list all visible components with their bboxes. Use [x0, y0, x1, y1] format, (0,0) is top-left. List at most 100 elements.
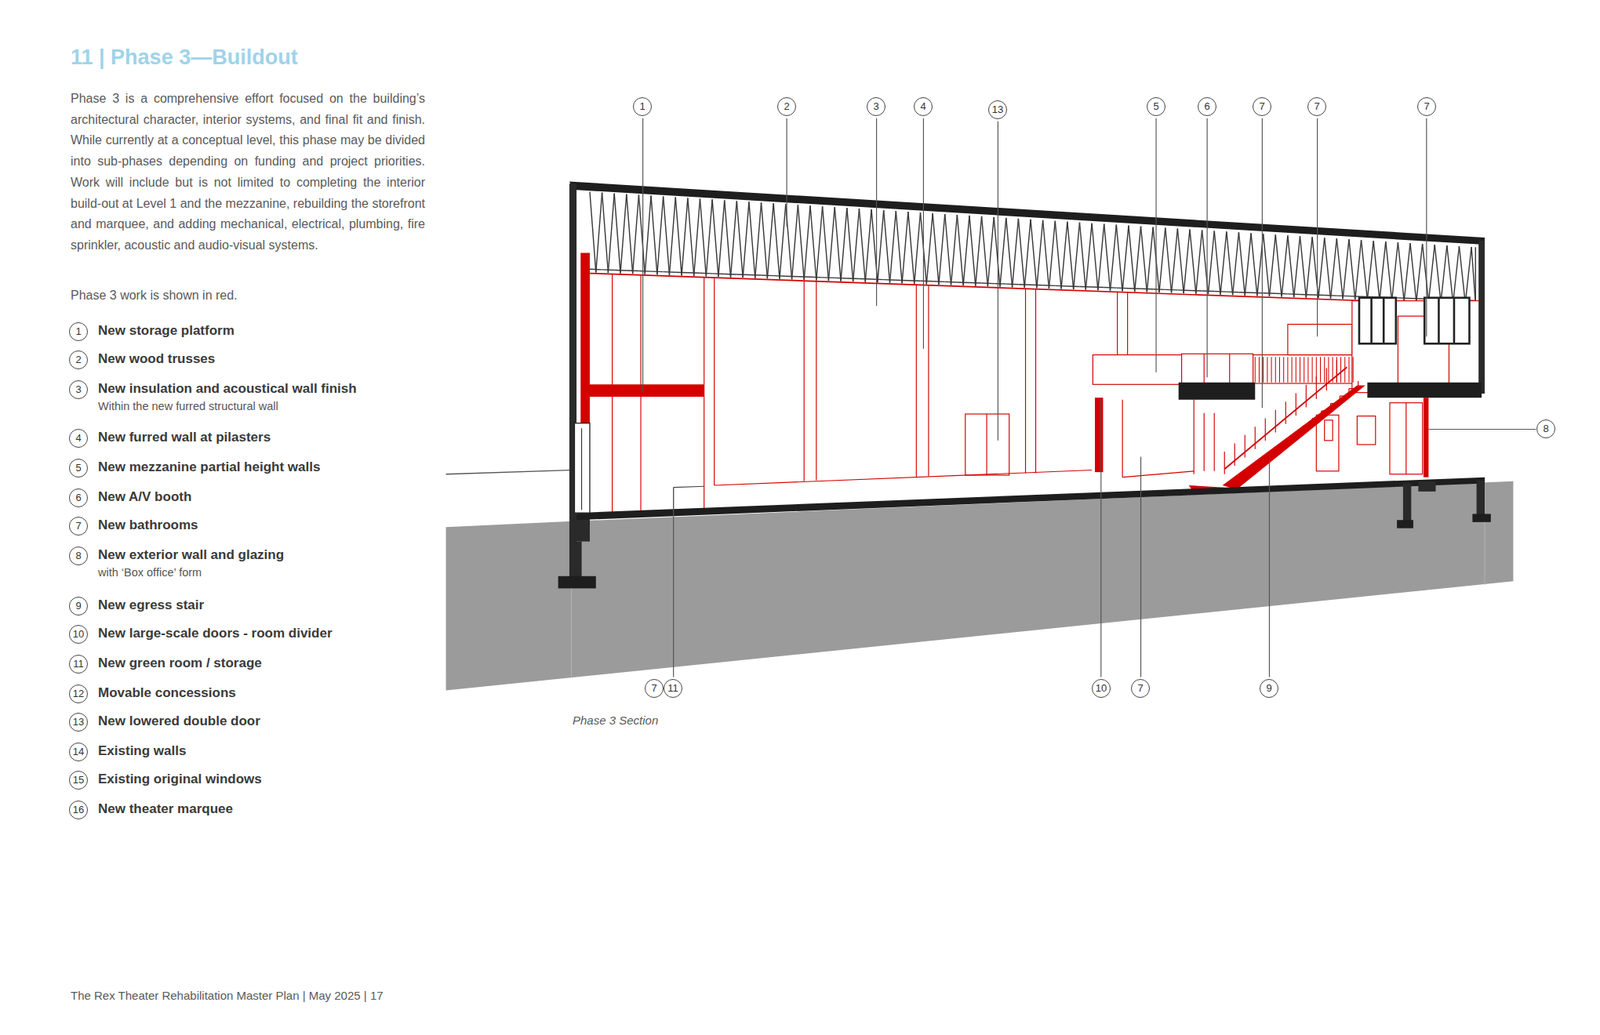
truss-web — [1054, 221, 1062, 290]
truss-web — [773, 203, 780, 280]
truss-chord — [883, 279, 897, 281]
truss-chord — [895, 279, 909, 281]
truss-web — [1422, 243, 1430, 302]
railing-baluster — [1262, 356, 1264, 383]
truss-chord — [1079, 286, 1092, 288]
color-note: Phase 3 work is shown in red. — [70, 288, 238, 303]
stair-baluster — [1254, 426, 1256, 450]
list-number: 6 — [69, 488, 88, 508]
truss-web — [1465, 247, 1472, 304]
list-number: 1 — [69, 322, 88, 342]
truss-web — [840, 207, 848, 281]
truss-chord — [1177, 289, 1190, 291]
truss-chord — [847, 277, 860, 280]
truss-chord — [908, 280, 921, 282]
truss-web — [1214, 230, 1221, 295]
stair-baluster — [1275, 410, 1277, 433]
truss-web — [1220, 231, 1227, 295]
list-item-note: Within the new furred structural wall — [98, 400, 279, 413]
truss-chord — [1312, 294, 1325, 296]
truss-web — [1403, 243, 1411, 302]
railing-baluster — [1327, 356, 1329, 383]
existing-structure — [558, 181, 1491, 589]
truss-web — [914, 212, 921, 284]
egress-stair — [1224, 360, 1358, 486]
truss-chord — [785, 275, 799, 277]
truss-web — [718, 200, 725, 277]
railing-baluster — [1316, 356, 1317, 383]
list-item-text: New bathrooms — [98, 517, 199, 534]
truss-web — [1361, 240, 1368, 300]
truss-chord — [858, 278, 872, 280]
truss-web — [1342, 239, 1350, 299]
stair-baluster — [1224, 451, 1226, 475]
railing-baluster — [1271, 356, 1273, 383]
truss-web — [632, 195, 640, 275]
stair-step — [1349, 381, 1359, 389]
railing-baluster — [1283, 356, 1284, 383]
truss-web — [1324, 237, 1331, 299]
truss-web — [1244, 232, 1251, 295]
truss-web — [705, 199, 713, 277]
list-item-text: New storage platform — [98, 323, 235, 339]
truss-web — [1367, 240, 1374, 300]
truss-web — [1397, 242, 1404, 302]
truss-web — [883, 210, 891, 284]
truss-chord — [638, 270, 651, 273]
truss-web — [877, 210, 884, 283]
truss-chord — [871, 278, 884, 280]
truss-web — [822, 206, 830, 281]
callout-number: 2 — [777, 97, 797, 117]
stair-step — [1238, 470, 1248, 478]
truss-web — [1146, 227, 1153, 293]
truss-web — [1012, 218, 1019, 288]
truss-web — [792, 204, 799, 280]
truss-chord — [1287, 293, 1301, 295]
truss-chord — [724, 273, 738, 276]
truss-web — [626, 194, 633, 275]
truss-web — [1355, 240, 1362, 300]
truss-chord — [945, 281, 958, 284]
callout-number: 7 — [1130, 679, 1150, 699]
callout-number: 6 — [1197, 97, 1217, 117]
list-item-note: with ‘Box office’ form — [98, 566, 202, 579]
truss-web — [589, 192, 597, 273]
stair-step — [1312, 410, 1322, 419]
truss-web — [1232, 232, 1240, 295]
stair-baluster — [1295, 392, 1297, 416]
truss-web — [951, 214, 958, 286]
truss-web — [1079, 222, 1086, 291]
stair-baluster — [1265, 418, 1266, 441]
truss-web — [993, 217, 1000, 288]
truss-web — [1030, 219, 1037, 289]
truss-web — [938, 214, 946, 285]
truss-chord — [1226, 290, 1240, 293]
truss-web — [987, 217, 994, 287]
truss-chord — [981, 282, 995, 284]
truss-web — [847, 207, 854, 282]
truss-web — [761, 202, 768, 279]
ground — [446, 470, 1514, 691]
list-item-text: Existing original windows — [98, 771, 262, 788]
stair-step — [1275, 440, 1285, 448]
truss-chord — [1141, 288, 1154, 291]
truss-web — [1128, 225, 1135, 292]
truss-web — [956, 214, 964, 286]
truss-web — [1110, 225, 1117, 291]
railing-baluster — [1258, 356, 1260, 383]
truss-web — [675, 196, 682, 276]
truss-web — [945, 214, 952, 286]
truss-chord — [1397, 297, 1411, 299]
truss-web — [1067, 221, 1074, 290]
truss-chord — [1067, 285, 1080, 288]
truss-web — [1281, 235, 1288, 297]
railing-baluster — [1254, 356, 1256, 383]
truss-web — [1226, 231, 1233, 295]
list-number: 13 — [69, 712, 88, 732]
truss-chord — [969, 282, 982, 284]
truss-web — [1171, 229, 1179, 294]
truss-web — [1318, 237, 1325, 299]
truss-web — [1379, 241, 1386, 301]
list-item-text: New insulation and acoustical wall finis… — [98, 381, 357, 397]
truss-chord — [712, 272, 725, 275]
